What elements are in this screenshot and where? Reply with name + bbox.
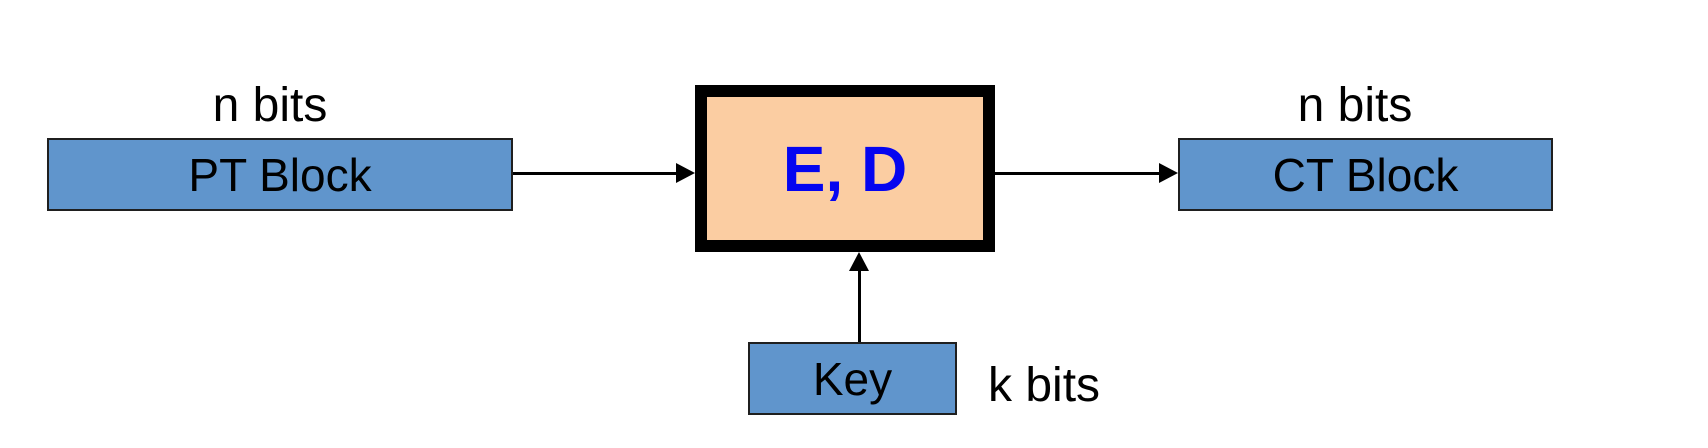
cipher-to-ct-arrow-line [995,172,1159,175]
key-to-cipher-arrowhead-icon [849,252,869,271]
key-block-label: Key [812,352,893,405]
ct-bits-label: n bits [1297,79,1413,132]
cipher-box: E, D [695,85,995,252]
key-block: Key [748,342,957,415]
pt-to-cipher-arrowhead-icon [676,163,695,183]
pt-to-cipher-arrow-line [513,172,677,175]
ct-block-label: CT Block [1272,148,1459,201]
pt-block: PT Block [47,138,513,211]
pt-bits-label: n bits [212,79,328,132]
key-bits-label: k bits [988,359,1101,412]
pt-block-label: PT Block [188,148,372,201]
key-to-cipher-arrow-line [858,268,861,342]
cipher-box-label: E, D [782,132,908,205]
cipher-to-ct-arrowhead-icon [1159,163,1178,183]
ct-block: CT Block [1178,138,1553,211]
